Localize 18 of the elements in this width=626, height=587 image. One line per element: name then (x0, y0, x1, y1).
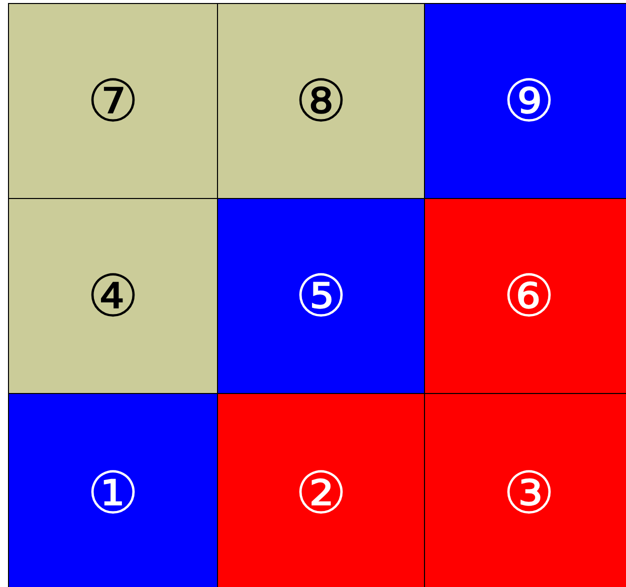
cell-number: ⑥ (503, 267, 555, 325)
cell-number: ⑦ (87, 72, 139, 130)
cell-number: ⑤ (295, 267, 347, 325)
grid-cell (217, 198, 425, 394)
grid-cell (424, 393, 626, 587)
cell-number: ① (87, 464, 139, 522)
grid-cell (217, 3, 425, 199)
grid-cell (8, 198, 218, 394)
grid-cell (8, 3, 218, 199)
cell-number: ④ (87, 267, 139, 325)
grid-cell (424, 3, 626, 199)
cell-number: ② (295, 464, 347, 522)
grid-cell (217, 393, 425, 587)
cell-number: ⑨ (503, 72, 555, 130)
cell-number: ⑧ (295, 72, 347, 130)
grid-cell (424, 198, 626, 394)
grid-cell (8, 393, 218, 587)
cell-number: ③ (503, 464, 555, 522)
